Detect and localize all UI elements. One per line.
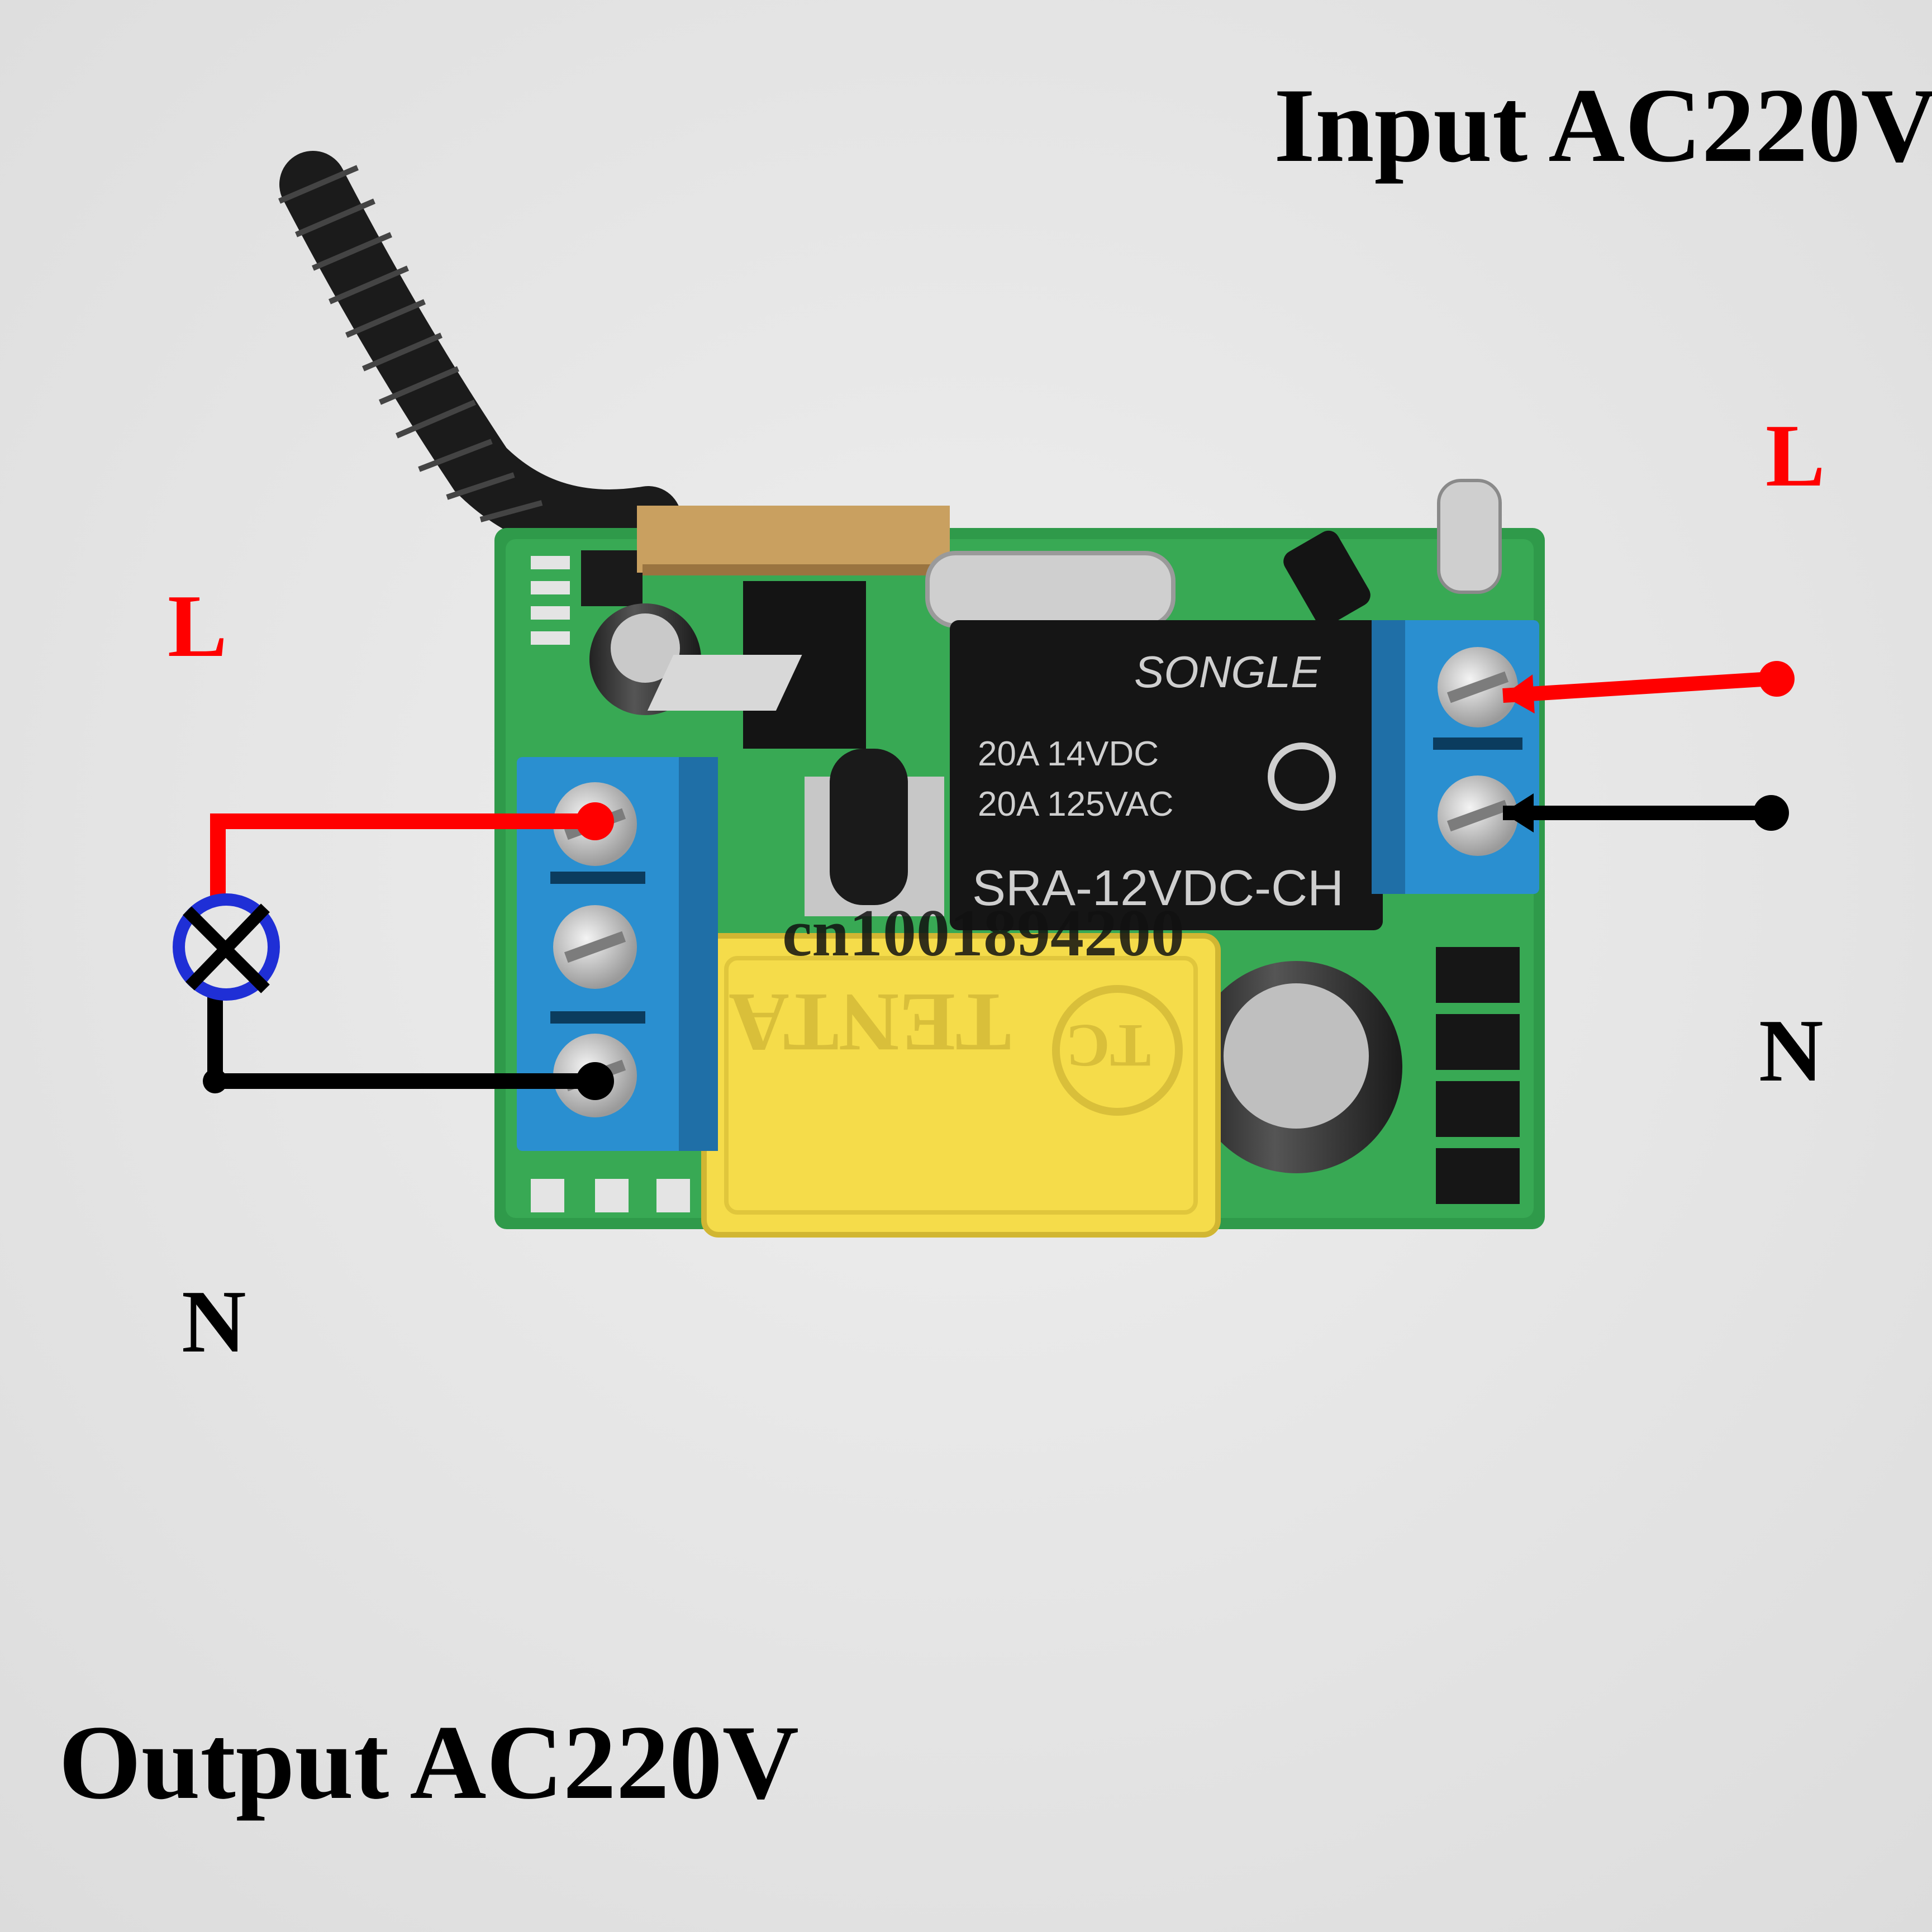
- input-title: Input AC220V: [1274, 67, 1932, 184]
- relay-rating-dc-text: 20A 14VDC: [978, 735, 1159, 773]
- x-capacitor-brand-text: TENTA: [729, 976, 1011, 1069]
- tc-mark-text: TC: [1065, 1012, 1151, 1080]
- input-neutral-dot: [1753, 795, 1789, 831]
- relay-rating-ac-text: 20A 125VAC: [978, 785, 1173, 824]
- lamp-icon: [173, 893, 280, 1001]
- output-wiring: [203, 802, 614, 1100]
- watermark-text: cn1001894200: [782, 896, 1184, 970]
- input-neutral-label: N: [1759, 1001, 1824, 1100]
- x-capacitor: TENTA TC: [701, 933, 1221, 1238]
- relay-brand-text: SONGLE: [1134, 647, 1321, 697]
- input-live-wire: [1502, 672, 1772, 703]
- input-wiring: [1502, 661, 1795, 832]
- tc-mark-icon: [1052, 985, 1183, 1116]
- output-title: Output AC220V: [59, 1704, 799, 1821]
- input-terminal-block: [1372, 620, 1539, 894]
- relay-model-text: SRA-12VDC-CH: [972, 860, 1344, 916]
- output-live-dot: [576, 802, 614, 840]
- relay: SONGLE 20A 14VDC 20A 125VAC SRA-12VDC-CH: [647, 620, 1383, 930]
- input-live-dot: [1759, 661, 1795, 697]
- output-neutral-dot: [576, 1062, 614, 1100]
- ul-mark-icon: [1268, 743, 1336, 811]
- output-neutral-label: N: [182, 1272, 246, 1371]
- output-neutral-corner-dot: [203, 1069, 227, 1093]
- input-live-label: L: [1766, 406, 1825, 505]
- coil-antenna: [278, 151, 682, 556]
- output-live-label: L: [168, 576, 227, 675]
- output-live-wire: [210, 813, 595, 902]
